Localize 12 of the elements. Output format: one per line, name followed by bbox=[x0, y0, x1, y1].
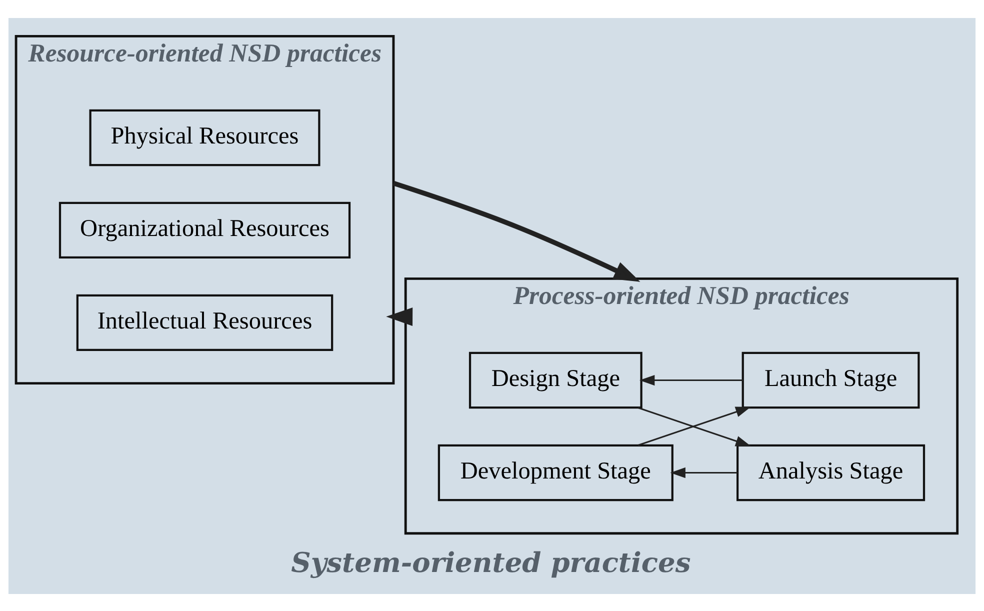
arrow bbox=[392, 180, 640, 282]
node-box: Design Stage bbox=[468, 351, 642, 408]
node-box: Development Stage bbox=[438, 444, 674, 501]
node-box: Organizational Resources bbox=[58, 201, 351, 258]
node-box: Intellectual Resources bbox=[76, 294, 334, 351]
arrow bbox=[670, 466, 738, 478]
arrow bbox=[386, 306, 413, 326]
node-box: Launch Stage bbox=[742, 351, 920, 408]
node-box: Analysis Stage bbox=[736, 444, 926, 501]
caption: System-oriented practices bbox=[291, 546, 691, 578]
node-box: Physical Resources bbox=[89, 108, 320, 166]
arrow bbox=[639, 374, 743, 386]
